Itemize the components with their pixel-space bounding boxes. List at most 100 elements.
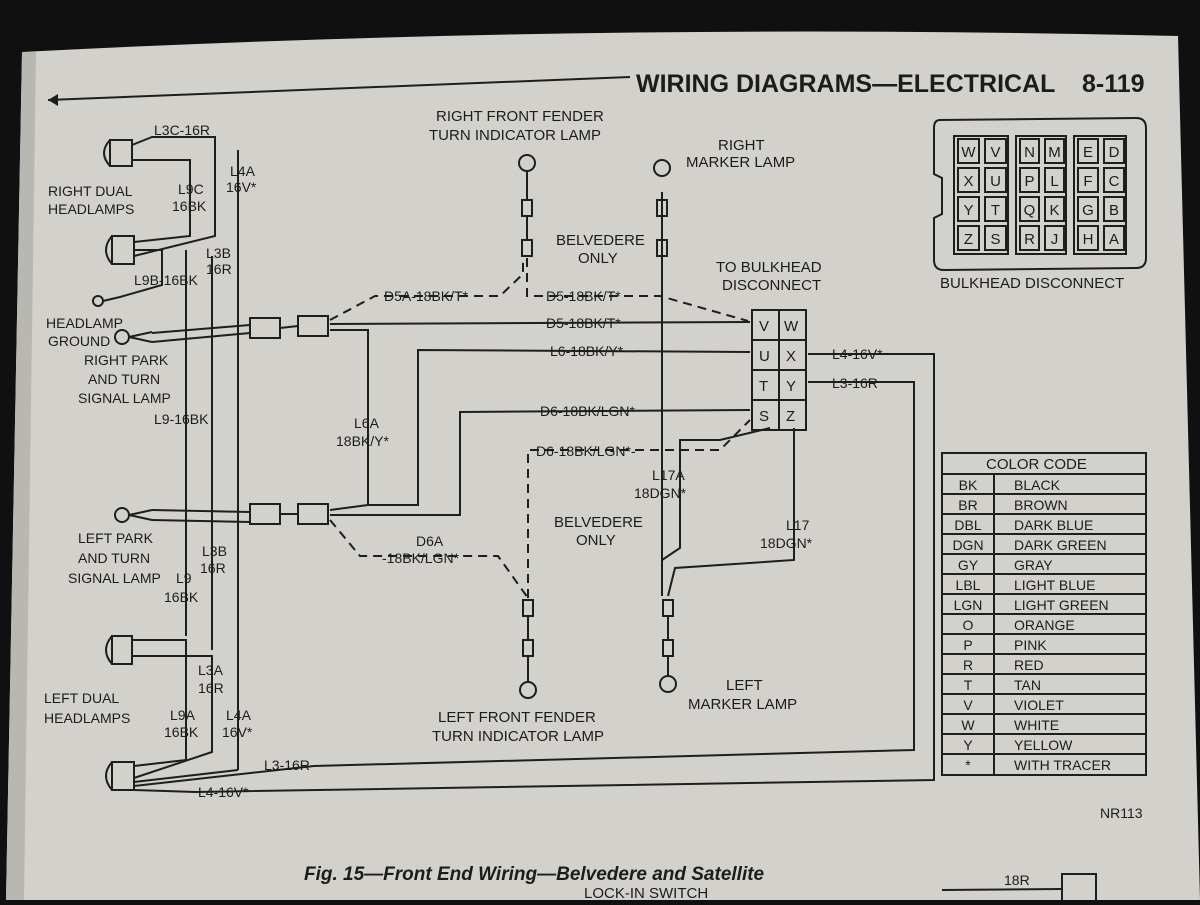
bulkhead-pin-label: V [990,144,1000,161]
wire-label-l3a-1: L3A [198,662,224,678]
left-dual-headlamps-label-1: LEFT DUAL [44,690,119,706]
bulkhead-pin-cell [957,138,980,164]
block-pin: S [759,408,769,425]
belvedere-only-top-2: ONLY [578,250,618,267]
headlamp-ground-label-2: GROUND [48,333,110,349]
color-code-abbr: BK [959,477,978,493]
color-code-abbr: BR [958,497,977,513]
wire-label-l9c-1: L9C [178,181,204,197]
color-code-abbr: R [963,657,973,673]
wire-label-l3b-top-2: 16R [206,261,232,277]
bulkhead-pin-label: P [1024,173,1034,190]
wire-label-d6-dashed: D6-18BK/LGN*- [536,443,636,459]
wire-label-l9b: L9B-16BK [134,272,198,288]
color-code-name: ORANGE [1014,617,1075,633]
bulkhead-pin-label: W [961,144,976,161]
bulkhead-pin-label: T [991,202,1000,219]
left-marker-lamp-icon [659,599,677,693]
wire-label-l4-bottom: L4-16V* [198,784,249,800]
block-pin: Y [786,378,796,395]
right-park-label-3: SIGNAL LAMP [78,390,171,406]
color-code-abbr: GY [958,557,979,573]
color-code-name: DARK BLUE [1014,517,1093,533]
bulkhead-pin-cell [1103,138,1125,164]
figure-caption: Fig. 15—Front End Wiring—Belvedere and S… [304,864,765,885]
bulkhead-pin-cell [1019,225,1040,251]
headlamp-ground-label-1: HEADLAMP [46,315,123,331]
color-code-abbr: V [963,697,973,713]
color-code-abbr: * [965,757,971,773]
wire-label-l9-bottom-1: L9 [176,570,192,586]
bulkhead-pin-label: U [990,173,1001,190]
bulkhead-terminal-block: V W U X T Y S Z [751,309,807,431]
wire-label-l17-2: 18DGN* [760,535,813,551]
color-code-name: RED [1014,657,1044,673]
bulkhead-pin-cell [1103,167,1125,193]
color-code-name: LIGHT BLUE [1014,577,1095,593]
wire-label-d6: D6-18BK/LGN* [540,403,635,419]
bulkhead-pin-cell [1077,225,1099,251]
left-marker-label-2: MARKER LAMP [688,696,797,713]
wire-label-l4-right: L4-16V* [832,346,883,362]
right-park-connector [249,315,329,339]
wire-label-l3-right: L3-16R [832,375,878,391]
center-wires [329,192,888,599]
color-code-name: WITH TRACER [1014,757,1111,773]
color-code-abbr: DGN [952,537,983,553]
wire-label-d6a-1: D6A [416,533,444,549]
belvedere-only-bottom-2: ONLY [576,532,616,549]
right-dual-headlamps-label-1: RIGHT DUAL [48,183,133,199]
block-pin: Z [786,408,795,425]
color-code-title: COLOR CODE [986,456,1087,473]
wire-label-d6a-2: -18BK/LGN* [382,550,460,566]
wire-label-l4a-top-1: L4A [230,163,256,179]
bulkhead-pin-cell [984,225,1007,251]
header-rule [47,76,631,101]
right-marker-label-1: RIGHT [718,137,765,154]
header-title: WIRING DIAGRAMS—ELECTRICAL [636,70,1055,98]
block-pin: X [786,348,796,365]
bulkhead-pin-label: R [1024,231,1035,248]
page-curl-shadow [6,52,36,900]
wire-label-l9-16bk: L9-16BK [154,411,209,427]
wire-label-d5-dashed: D5-18BK/T* [546,288,621,304]
bulkhead-pin-cell [984,196,1007,222]
bulkhead-pin-label: M [1048,144,1061,161]
color-code-name: LIGHT GREEN [1014,597,1109,613]
bulkhead-pin-cell [984,167,1007,193]
wire-label-l9c-2: 16BK [172,198,207,214]
bulkhead-pin-label: N [1024,144,1035,161]
left-harness-wires [102,136,935,794]
wire-label-d5a: D5A-18BK/T* [384,288,469,304]
bulkhead-pin-cell [1077,167,1099,193]
color-code-abbr: O [963,617,974,633]
right-dual-headlamps-label-2: HEADLAMPS [48,201,134,217]
color-code-abbr: Y [963,737,973,753]
wire-18r-label: 18R [1004,872,1030,888]
wire-label-l4a-bottom-2: 16V* [222,724,253,740]
color-code-name: BROWN [1014,497,1068,513]
bulkhead-pin-label: Y [963,202,973,219]
left-park-label-1: LEFT PARK [78,530,154,546]
bulkhead-pin-cell [1044,138,1065,164]
right-park-label-1: RIGHT PARK [84,352,169,368]
wire-label-l3-bottom: L3-16R [264,757,310,773]
color-code-abbr: LBL [956,577,981,593]
wire-label-l3c: L3C-16R [154,122,210,138]
color-code-name: VIOLET [1014,697,1064,713]
block-pin: U [759,348,770,365]
wire-label-l3b-bottom-1: L3B [202,543,227,559]
page-number: 8-119 [1082,70,1145,98]
bulkhead-pin-label: Q [1024,202,1036,219]
bulkhead-disconnect-label: BULKHEAD DISCONNECT [940,275,1124,292]
bulkhead-pin-label: B [1109,202,1119,219]
bottom-wire [941,888,1063,891]
left-park-lamp-icon [114,507,153,523]
wire-label-l3b-top-1: L3B [206,245,231,261]
wire-label-l9a-1: L9A [170,707,196,723]
bulkhead-pin-label: C [1109,173,1120,190]
bulkhead-pin-label: E [1083,144,1093,161]
